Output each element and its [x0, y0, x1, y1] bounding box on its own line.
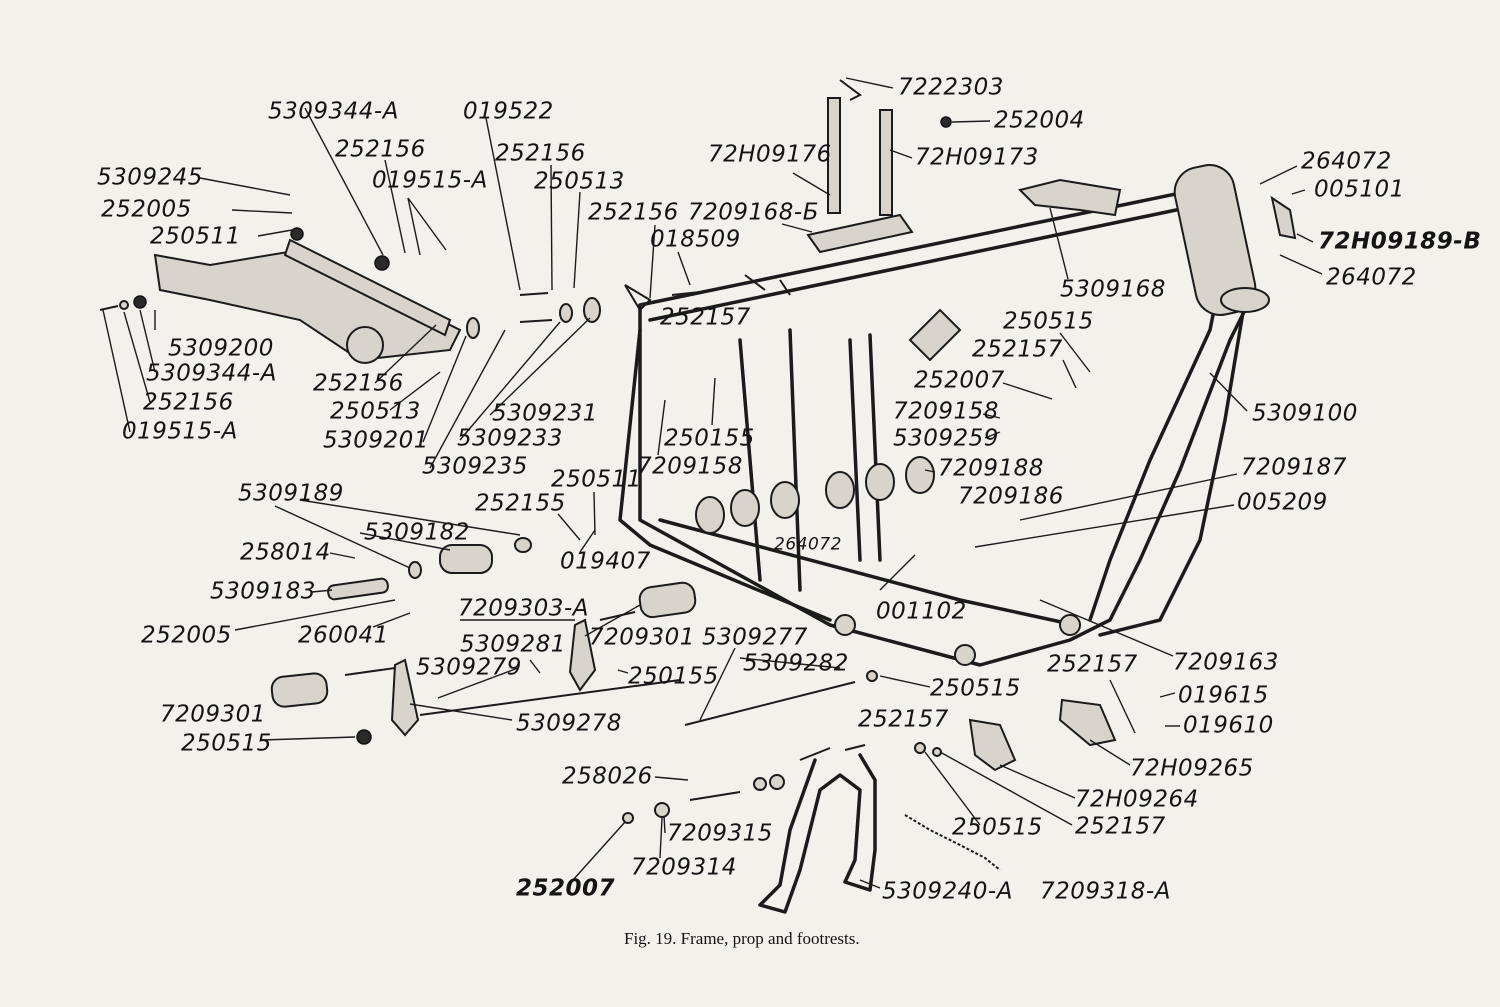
part-label: 264072	[774, 534, 842, 555]
centre-stand	[356, 670, 1117, 914]
part-label: 5309240-A	[882, 878, 1013, 905]
part-label: 252157	[858, 706, 949, 733]
part-label: 5309183	[210, 578, 316, 605]
part-label: 250155	[628, 663, 719, 690]
part-label: 252007	[516, 875, 616, 902]
part-label: 019515-A	[372, 167, 488, 194]
part-label: 7209318-A	[1040, 878, 1171, 905]
part-label: 019615	[1178, 682, 1269, 709]
part-label: 7209301	[589, 624, 695, 651]
part-label: 7209314	[631, 854, 737, 881]
part-label: 252005	[141, 622, 232, 649]
part-label: 5309344-A	[146, 360, 277, 387]
part-label: 7209315	[667, 820, 773, 847]
main-frame	[618, 164, 1270, 667]
part-label: 252005	[101, 196, 192, 223]
part-label: 260041	[298, 622, 389, 649]
saddle-bracket	[806, 79, 1297, 254]
part-label: 5309231	[492, 400, 598, 427]
part-label: 72H09173	[915, 144, 1039, 171]
part-label: 252156	[143, 389, 234, 416]
part-label: 258026	[562, 763, 653, 790]
part-label: 018509	[650, 226, 741, 253]
part-label: 252007	[914, 367, 1005, 394]
part-label: 001102	[876, 598, 967, 625]
part-label: 7209187	[1241, 454, 1347, 481]
footrests	[270, 537, 856, 737]
part-label: 250511	[551, 466, 642, 493]
part-label: 5309189	[238, 480, 344, 507]
part-label: 72H09265	[1130, 755, 1254, 782]
part-label: 252157	[972, 336, 1063, 363]
part-label: 5309282	[743, 650, 849, 677]
figure-caption: Fig. 19. Frame, prop and footrests.	[624, 929, 860, 948]
part-label: 7209163	[1173, 649, 1279, 676]
swing-arm	[99, 227, 701, 364]
part-label: 005209	[1237, 489, 1328, 516]
part-label: 5309201	[323, 427, 429, 454]
part-label: 250511	[150, 223, 241, 250]
part-label: 250515	[1003, 308, 1094, 335]
part-label: 5309182	[364, 519, 470, 546]
part-label: 019522	[463, 98, 554, 125]
part-label: 5309281	[460, 631, 566, 658]
part-label: 019515-A	[122, 418, 238, 445]
part-label: 5309259	[893, 425, 999, 452]
part-label: 72H09264	[1075, 786, 1199, 813]
part-label: 252156	[588, 199, 679, 226]
part-label: 5309168	[1060, 276, 1166, 303]
part-label: 5309277	[702, 624, 808, 651]
bearing-rings	[695, 456, 935, 534]
part-label: 5309200	[168, 335, 274, 362]
part-label: 5309344-A	[268, 98, 399, 125]
part-label: 252156	[335, 136, 426, 163]
part-label: 005101	[1314, 176, 1405, 203]
part-label: 250515	[181, 730, 272, 757]
part-label: 7209186	[958, 483, 1064, 510]
part-label: 252157	[660, 304, 751, 331]
part-label: 5309245	[97, 164, 203, 191]
part-label: 5309235	[422, 453, 528, 480]
part-label: 019610	[1183, 712, 1274, 739]
part-label: 7209188	[938, 455, 1044, 482]
part-label: 252157	[1047, 651, 1138, 678]
part-label: 252157	[1075, 813, 1166, 840]
part-label: 5309279	[416, 654, 522, 681]
part-label: 250155	[664, 425, 755, 452]
part-label: 5309100	[1252, 400, 1358, 427]
part-label: 252155	[475, 490, 566, 517]
part-label: 250513	[534, 168, 625, 195]
part-label: 7209158	[893, 398, 999, 425]
part-label: 250515	[930, 675, 1021, 702]
part-label: 7209301	[160, 701, 266, 728]
part-label: 7209168-Б	[688, 199, 820, 226]
part-label: 250515	[952, 814, 1043, 841]
part-label: 7209303-A	[458, 595, 589, 622]
part-label: 264072	[1301, 148, 1392, 175]
part-label: 7209158	[637, 453, 743, 480]
part-label: 258014	[240, 539, 331, 566]
part-label: 72H09176	[708, 141, 832, 168]
part-label: 252004	[994, 107, 1085, 134]
part-label: 72H09189-B	[1318, 228, 1482, 255]
part-label: 264072	[1326, 264, 1417, 291]
part-label: 250513	[330, 398, 421, 425]
leader-lines	[102, 77, 1323, 889]
part-label: 252156	[313, 370, 404, 397]
part-label: 252156	[495, 140, 586, 167]
part-label: 7222303	[898, 74, 1004, 101]
part-label: 5309233	[457, 425, 563, 452]
part-label: 019407	[560, 548, 651, 575]
part-label: 5309278	[516, 710, 622, 737]
